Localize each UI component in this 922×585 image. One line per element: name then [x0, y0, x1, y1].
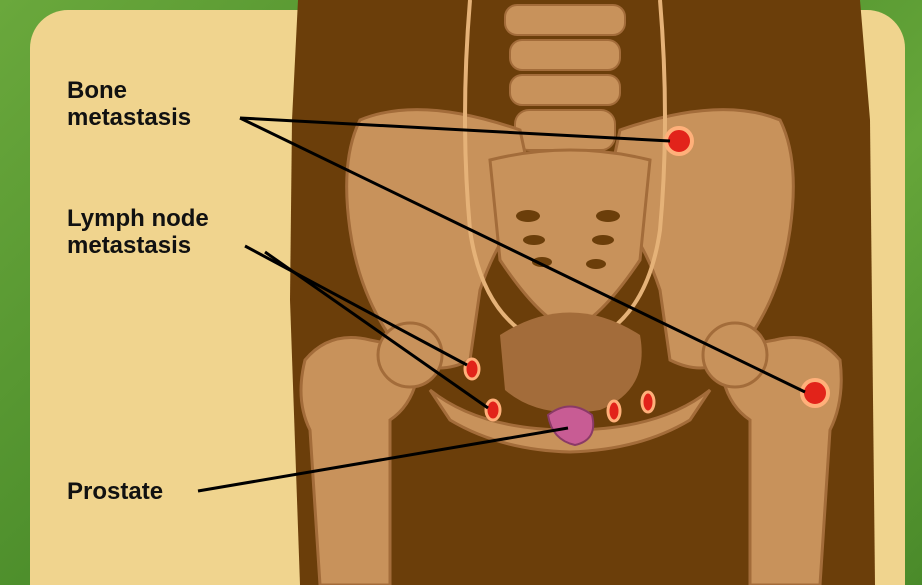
- right-femoral-head: [703, 323, 767, 387]
- spine: [505, 5, 625, 150]
- bladder: [500, 313, 642, 413]
- label-bone-metastasis: Bone metastasis: [67, 77, 191, 131]
- label-lymph-node-metastasis: Lymph node metastasis: [67, 205, 209, 259]
- label-prostate: Prostate: [67, 478, 163, 505]
- bone-metastasis-lower: [802, 380, 828, 406]
